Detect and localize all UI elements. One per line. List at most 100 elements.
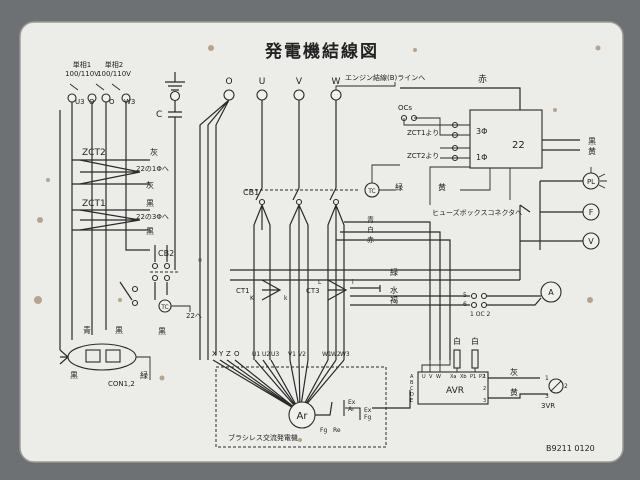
- voltage-selector-block: 単相1 100/110V 単相2 100/110V U3 O O W3: [59, 60, 150, 350]
- stator-w1: W1: [322, 351, 332, 358]
- generator-block: Ar Fg Re Ex Ar Ex Fg ブラシレス交流発電機: [212, 359, 411, 448]
- generator-name: ブラシレス交流発電機: [228, 433, 298, 442]
- oc-pin-5: 5: [463, 292, 467, 299]
- selector-terminal-u3: U3: [75, 98, 85, 106]
- selector-terminal-o2: O: [109, 98, 115, 106]
- zct2-label: ZCT2: [82, 148, 106, 158]
- black-wire-con: 黒: [115, 326, 123, 335]
- brown-wire-ct: 褐: [390, 295, 398, 305]
- selector-1-label: 単相1: [73, 60, 91, 69]
- vr-pin-3: 3: [545, 393, 549, 400]
- avr-pin-e: E: [410, 398, 413, 404]
- yellow-wire-avr: 黄: [510, 387, 518, 397]
- blue-wire-con: 青: [83, 325, 91, 335]
- selector-2-label: 単相2: [105, 60, 123, 69]
- meter-v: V: [588, 237, 594, 246]
- gray-wire-avr: 灰: [510, 367, 518, 377]
- zct-block: ZCT2 灰 22の1Φへ 灰 黒 ZCT1 22の3Φへ 黒: [72, 147, 169, 236]
- relay-from-zct1: ZCT1より: [407, 129, 439, 137]
- exciter-ar: Ar: [348, 406, 355, 413]
- white-wire-avr-1: 白: [453, 336, 461, 346]
- stator-w3: W3: [340, 351, 350, 358]
- vr-pin-1: 1: [545, 375, 549, 382]
- oc-switch-label: 1 OC 2: [470, 311, 491, 318]
- gray-wire-zct1: 灰: [146, 180, 154, 190]
- relay-ocs: OCs: [398, 104, 412, 112]
- diagram-plate: [19, 21, 624, 463]
- white-wire-avr-2: 白: [471, 336, 479, 346]
- avr-top-xa: Xa: [450, 374, 457, 380]
- re-label: Re: [333, 427, 341, 434]
- avr-right-3: 3: [483, 398, 486, 404]
- black-wire-zct1-b: 黒: [146, 227, 154, 236]
- connector-label: CON1,2: [108, 380, 135, 388]
- relay-3phase: 3Φ: [476, 127, 487, 136]
- ct3-l: L: [318, 279, 322, 286]
- avr-right-1: 1: [483, 374, 486, 380]
- meter-f: F: [589, 208, 594, 217]
- main-terminal-v: V: [296, 77, 303, 87]
- selector-terminal-w3: W3: [124, 98, 135, 106]
- rotor-label: Ar: [297, 411, 309, 422]
- white-wire-cb1: 白: [367, 225, 374, 234]
- black-wire-cb2: 黒: [158, 327, 166, 336]
- zct1-label: ZCT1: [82, 199, 106, 209]
- ct1-k: K: [250, 295, 255, 302]
- selector-2-voltage: 100/110V: [97, 70, 131, 78]
- avr-top-u: U: [422, 374, 426, 380]
- ground-capacitor: C: [156, 72, 185, 270]
- exciter-ex: Ex: [348, 399, 356, 406]
- black-wire-label-right: 黒: [588, 137, 596, 146]
- stator-u3: U3: [271, 351, 279, 358]
- green-wire-cb1: 緑: [395, 182, 403, 192]
- stator-v2: V2: [298, 351, 306, 358]
- feed-22-three: 22の3Φへ: [136, 213, 169, 221]
- cb2-tc-label: TC: [160, 304, 169, 311]
- main-terminal-w: W: [332, 77, 341, 87]
- green-wire-ct: 緑: [390, 267, 398, 277]
- stator-u2: U2: [262, 351, 270, 358]
- avr-label: AVR: [446, 386, 464, 396]
- feed-22-single: 22の1Φへ: [136, 165, 169, 173]
- cb1-block: CB1 TC 緑 黄 ヒューズボックスコネクタへ 青 白 赤: [243, 164, 522, 360]
- avr-pin-c: C: [410, 386, 414, 392]
- vr-label: 3VR: [541, 402, 555, 410]
- avr-top-p2: P2: [479, 374, 485, 380]
- meter-a: A: [548, 288, 554, 297]
- capacitor-label: C: [156, 110, 162, 120]
- fuse-note: ヒューズボックスコネクタへ: [432, 208, 522, 217]
- yellow-wire-label-right: 黄: [588, 146, 596, 156]
- black-wire-con-b: 黒: [70, 371, 78, 380]
- engine-note: エンジン結線(B)ラインへ: [345, 73, 425, 82]
- main-terminal-block: O U V W エンジン結線(B)ラインへ: [199, 73, 425, 360]
- selector-1-voltage: 100/110V: [65, 70, 99, 78]
- avr-pin-a: A: [410, 374, 414, 380]
- avr-top-v: V: [429, 374, 433, 380]
- cb1-tc-label: TC: [367, 188, 376, 195]
- cb2-block: CB2 TC 22へ 黒: [119, 245, 202, 336]
- stator-terminal-row: X Y Z O U1 U2 U3 V1 V2 W1 W2 W3: [212, 350, 350, 358]
- avr-top-w: W: [436, 374, 441, 380]
- avr-pin-b: B: [410, 380, 414, 386]
- feed-22: 22へ: [186, 312, 202, 320]
- diagram-title: 発電機結線図: [264, 41, 379, 62]
- stator-o: O: [234, 350, 240, 358]
- relay-block: 赤 22 3Φ 1Φ OCs ZCT1より ZCT2より 黒 黄: [398, 74, 596, 200]
- vr-block: 1 2 3 3VR: [541, 375, 568, 410]
- green-wire-con: 緑: [140, 370, 148, 380]
- meter-block: PL F V A: [519, 167, 607, 303]
- stator-w2: W2: [331, 351, 341, 358]
- fg-label: Fg: [320, 427, 327, 434]
- part-number: B9211 0120: [546, 444, 595, 453]
- ct-block: CT1 K k CT3 L l 緑 水 褐: [230, 267, 520, 306]
- blue-wire-cb1: 青: [367, 215, 374, 224]
- field-ex: Ex: [364, 407, 372, 414]
- cb1-label: CB1: [243, 188, 259, 197]
- main-terminal-o: O: [225, 77, 232, 87]
- yellow-wire-cb1: 黄: [438, 182, 446, 192]
- stator-u1: U1: [252, 351, 260, 358]
- meter-pl: PL: [587, 178, 595, 186]
- ct3-small-l: l: [352, 279, 354, 286]
- avr-top-xb: Xb: [460, 374, 467, 380]
